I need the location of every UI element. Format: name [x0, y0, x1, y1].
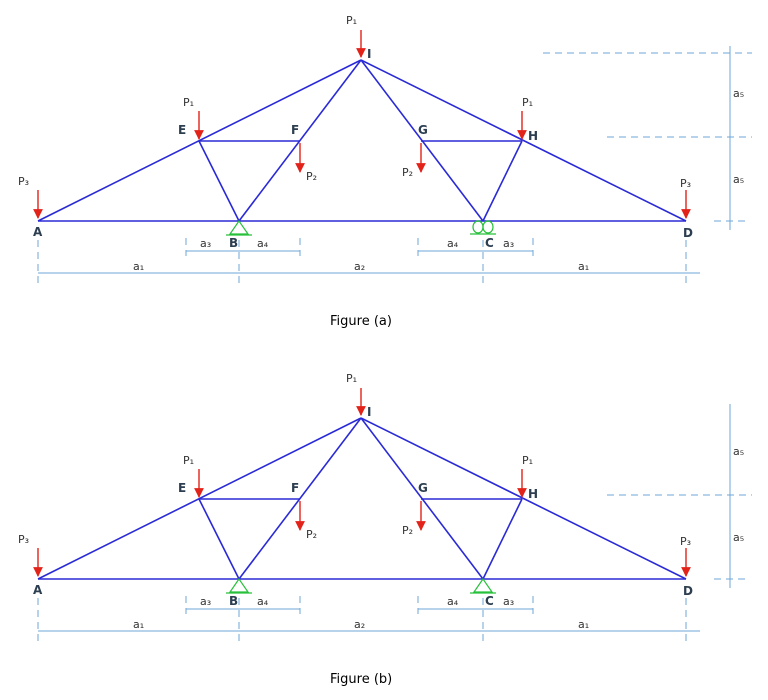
dim-label-a3-right: a₃	[503, 595, 514, 608]
node-label-a: A	[33, 583, 43, 597]
node-label-a: A	[33, 225, 43, 239]
node-labels: A B C D E F G H I	[33, 405, 693, 608]
support-c-roller	[470, 220, 496, 235]
node-label-d: D	[683, 226, 693, 240]
node-label-b: B	[229, 594, 238, 608]
truss-members	[37, 417, 687, 580]
node-label-i: I	[367, 47, 371, 61]
member-BI	[238, 59, 362, 222]
member-ID	[360, 59, 687, 222]
figure-b: P₁ P₁ P₁ P₂ P₂ P₃ P₃ A B C D E F G H I	[18, 372, 752, 687]
node-label-h: H	[528, 487, 538, 501]
node-label-d: D	[683, 584, 693, 598]
dim-label-a3-left: a₃	[200, 595, 211, 608]
load-label-p1-top: P₁	[346, 14, 357, 27]
member-CH	[482, 140, 523, 222]
member-IC	[360, 59, 484, 222]
member-EB	[198, 498, 240, 580]
load-label-p3-d: P₃	[680, 177, 691, 190]
member-CH	[482, 498, 523, 580]
load-label-p1-e: P₁	[183, 454, 194, 467]
support-b-pin	[226, 577, 252, 594]
node-label-b: B	[229, 236, 238, 250]
node-label-f: F	[291, 481, 299, 495]
member-ID	[360, 417, 687, 580]
dim-label-a2: a₂	[354, 618, 365, 631]
node-label-g: G	[418, 123, 428, 137]
load-label-p1-e: P₁	[183, 96, 194, 109]
dim-label-a2: a₂	[354, 260, 365, 273]
support-c-pin	[470, 577, 496, 594]
load-label-p2-g: P₂	[402, 524, 413, 537]
dim-label-a5-bottom: a₅	[733, 531, 744, 544]
loads: P₁ P₁ P₁ P₂ P₂ P₃ P₃	[18, 14, 691, 219]
load-label-p3-a: P₃	[18, 533, 29, 546]
load-label-p3-d: P₃	[680, 535, 691, 548]
node-label-h: H	[528, 129, 538, 143]
member-BI	[238, 417, 362, 580]
dim-label-a1-right: a₁	[578, 260, 589, 273]
node-labels: A B C D E F G H I	[33, 47, 693, 250]
dim-label-a5-bottom: a₅	[733, 173, 744, 186]
loads: P₁ P₁ P₁ P₂ P₂ P₃ P₃	[18, 372, 691, 577]
load-label-p1-top: P₁	[346, 372, 357, 385]
dim-label-a3-left: a₃	[200, 237, 211, 250]
dim-label-a5-top: a₅	[733, 87, 744, 100]
dim-label-a4-left: a₄	[257, 237, 269, 250]
node-label-c: C	[485, 594, 494, 608]
dim-label-a4-left: a₄	[257, 595, 269, 608]
dim-label-a3-right: a₃	[503, 237, 514, 250]
figure-caption-a: Figure (a)	[330, 314, 392, 329]
dim-label-a1-left: a₁	[133, 260, 144, 273]
load-label-p2-f: P₂	[306, 170, 317, 183]
dimension-lines: a₃ a₄ a₄ a₃ a₁ a₂ a₁ a₅ a₅	[37, 46, 752, 286]
load-label-p1-h: P₁	[522, 96, 533, 109]
member-EB	[198, 140, 240, 222]
dim-label-a4-right: a₄	[447, 237, 459, 250]
dimension-lines: a₃ a₄ a₄ a₃ a₁ a₂ a₁ a₅ a₅	[37, 404, 752, 644]
node-label-i: I	[367, 405, 371, 419]
figure-caption-b: Figure (b)	[330, 672, 392, 687]
truss-members	[37, 59, 687, 222]
node-label-g: G	[418, 481, 428, 495]
node-label-e: E	[178, 123, 186, 137]
node-label-c: C	[485, 236, 494, 250]
dim-label-a5-top: a₅	[733, 445, 744, 458]
support-b-pin	[226, 219, 252, 236]
node-label-e: E	[178, 481, 186, 495]
dim-label-a1-right: a₁	[578, 618, 589, 631]
member-IC	[360, 417, 484, 580]
dim-label-a4-right: a₄	[447, 595, 459, 608]
load-label-p1-h: P₁	[522, 454, 533, 467]
dim-label-a1-left: a₁	[133, 618, 144, 631]
figure-a: P₁ P₁ P₁ P₂ P₂ P₃ P₃ A B C D E F G H I	[18, 14, 752, 329]
load-label-p3-a: P₃	[18, 175, 29, 188]
load-label-p2-f: P₂	[306, 528, 317, 541]
load-label-p2-g: P₂	[402, 166, 413, 179]
node-label-f: F	[291, 123, 299, 137]
